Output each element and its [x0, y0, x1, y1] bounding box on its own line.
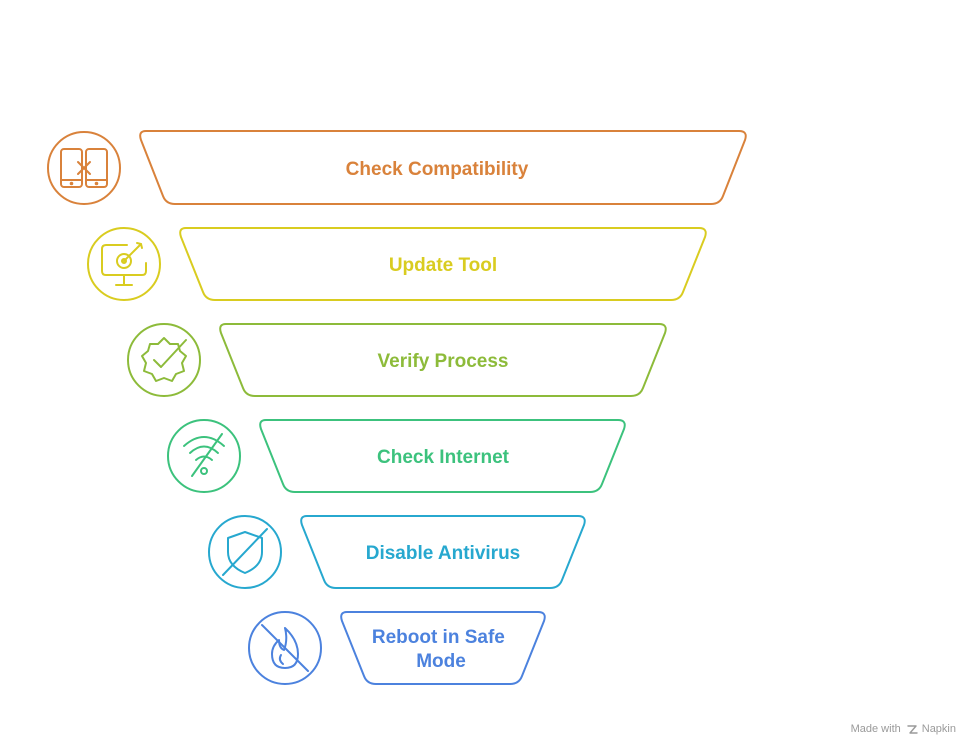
step-label-verify-process: Verify Process	[378, 351, 509, 372]
target-monitor-icon	[87, 227, 161, 301]
fire-off-icon	[248, 611, 322, 685]
funnel-step-reboot-safe-mode: Reboot in Safe Mode	[248, 611, 546, 685]
wifi-off-icon	[167, 419, 241, 493]
funnel-step-check-compatibility: Check Compatibility	[47, 130, 747, 205]
step-label-reboot-safe-mode: Reboot in Safe Mode	[372, 627, 510, 672]
shield-off-icon	[208, 515, 282, 589]
funnel-step-disable-antivirus: Disable Antivirus	[208, 515, 586, 589]
funnel-band-disable-antivirus	[300, 515, 586, 589]
napkin-watermark[interactable]: Made with Napkin	[851, 723, 956, 735]
device-compatibility-icon	[47, 131, 121, 205]
watermark-prefix: Made with	[850, 723, 901, 735]
funnel-band-update-tool	[179, 227, 707, 301]
napkin-logo-icon	[907, 724, 918, 734]
step-label-check-internet: Check Internet	[377, 447, 510, 468]
verified-badge-icon	[127, 323, 201, 397]
funnel-step-verify-process: Verify Process	[127, 323, 667, 397]
funnel-band-reboot-safe-mode	[340, 611, 546, 685]
funnel-band-check-compatibility	[139, 130, 747, 205]
step-label-check-compatibility: Check Compatibility	[346, 159, 529, 180]
step-label-disable-antivirus: Disable Antivirus	[366, 543, 521, 564]
funnel-step-update-tool: Update Tool	[87, 227, 707, 301]
watermark-brand: Napkin	[921, 723, 956, 735]
step-label-reboot-line-2: Mode	[416, 651, 466, 672]
step-label-reboot-line-1: Reboot in Safe	[372, 627, 505, 648]
funnel-band-check-internet	[259, 419, 626, 493]
step-label-update-tool: Update Tool	[389, 255, 497, 276]
funnel-step-check-internet: Check Internet	[167, 419, 626, 493]
funnel-band-verify-process	[219, 323, 667, 397]
